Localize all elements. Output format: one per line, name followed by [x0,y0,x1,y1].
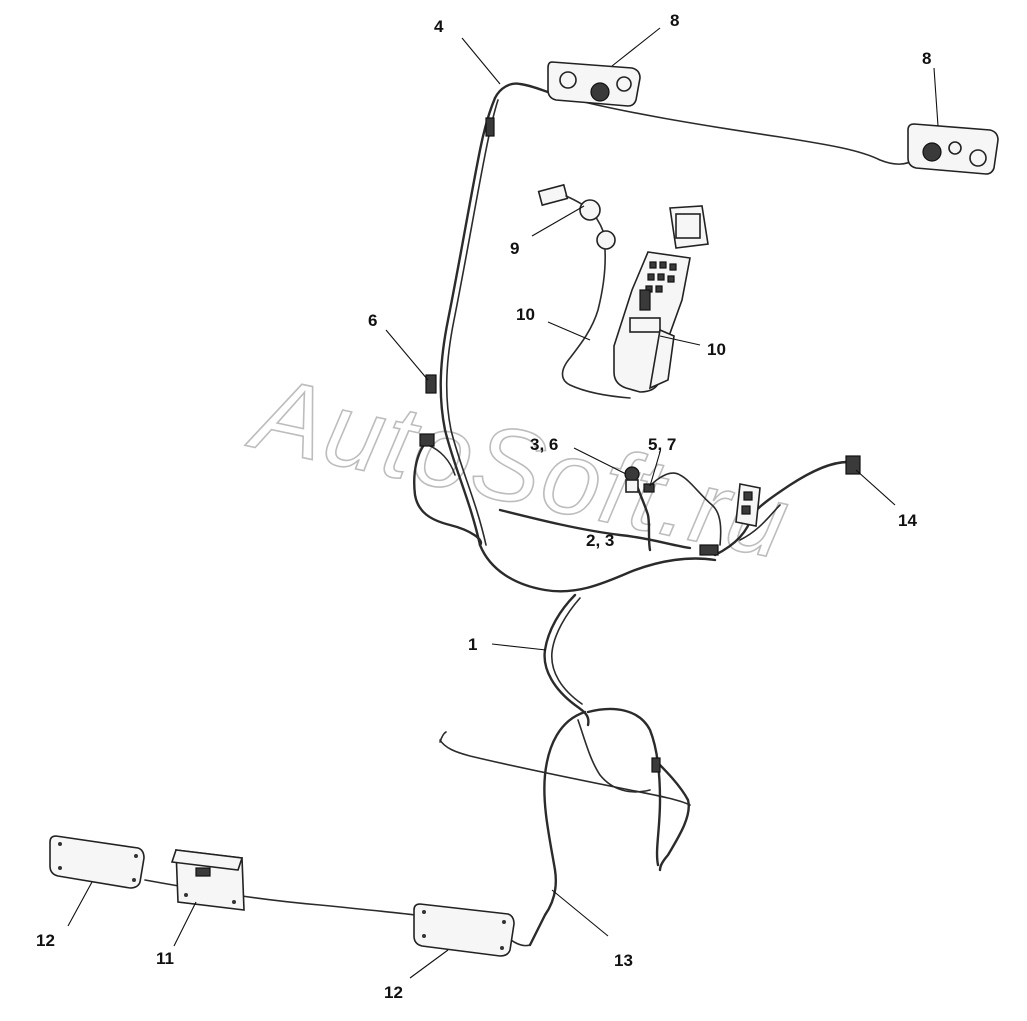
callout-12-right: 12 [384,983,403,1002]
license-plate-lamp [170,849,245,911]
console-buttons [645,261,677,293]
callout-5-7: 5, 7 [648,435,676,454]
callout-1: 1 [468,635,477,654]
callout-10-right: 10 [707,340,726,359]
callouts: 4 8 8 9 10 10 6 3, 6 5, 7 2, 3 14 1 13 1… [36,11,931,1002]
callout-13: 13 [614,951,633,970]
callout-3-6: 3, 6 [530,435,558,454]
connector-5-7 [643,483,655,493]
leader-lines [67,27,939,979]
callout-4: 4 [434,17,444,36]
cab-light-right [907,123,999,175]
switch-assembly [561,195,631,399]
main-harness [144,82,916,947]
callout-9: 9 [510,239,519,258]
callout-6: 6 [368,311,377,330]
callout-11: 11 [156,949,174,968]
callout-2-3: 2, 3 [586,531,614,550]
sensor-3-6 [624,466,640,493]
rear-light-left [49,835,145,889]
callout-12-left: 12 [36,931,55,950]
cab-light-left [547,61,641,107]
callout-8-right: 8 [922,49,931,68]
callout-8-left: 8 [670,11,679,30]
control-console [613,205,709,393]
switch-bank [735,483,761,527]
callout-14: 14 [898,511,917,530]
callout-10-left: 10 [516,305,535,324]
harness-connectors [419,117,719,773]
rear-light-right [413,903,515,957]
connector-14 [845,455,861,475]
